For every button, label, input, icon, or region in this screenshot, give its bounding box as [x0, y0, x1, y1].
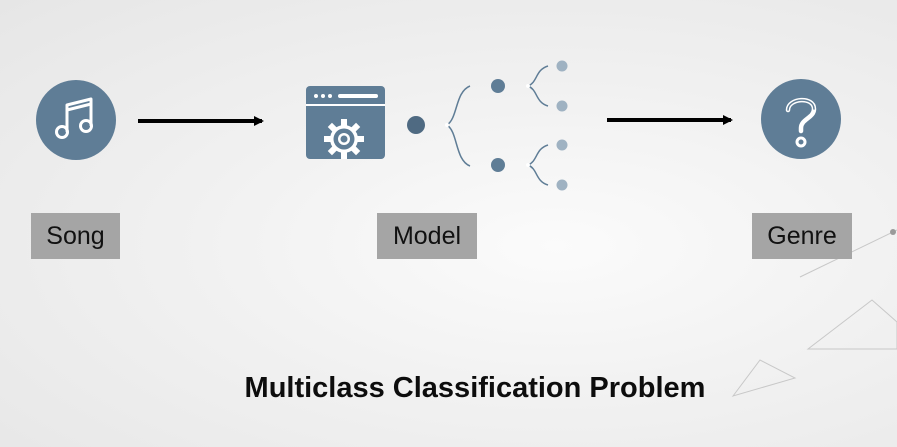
background-decoration [731, 229, 897, 397]
settings-window-icon [306, 86, 385, 159]
genre-label: Genre [752, 213, 852, 259]
song-label: Song [31, 213, 120, 259]
question-mark-icon [761, 79, 841, 159]
model-label: Model [377, 213, 477, 259]
diagram-caption: Multiclass Classification Problem [244, 372, 706, 404]
music-note-icon [36, 80, 116, 160]
decision-tree-icon [407, 60, 568, 191]
